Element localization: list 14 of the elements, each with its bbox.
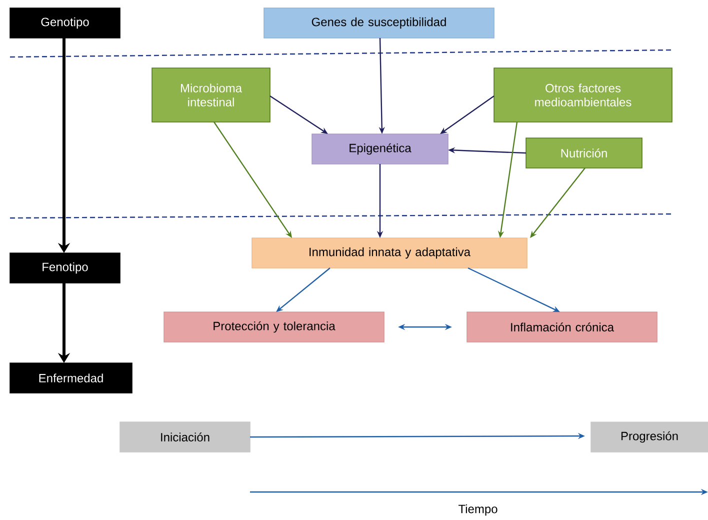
process-box: Inmunidad innata y adaptativa	[252, 238, 528, 268]
phase-box: Progresión	[590, 422, 708, 452]
factor-box: Microbioma intestinal	[152, 68, 270, 122]
factor-box: Nutrición	[526, 138, 642, 168]
outcome-box: Inflamación crónica	[466, 312, 658, 342]
phase-box: Iniciación	[120, 422, 250, 452]
factor-box: Otros factores medioambientales	[494, 68, 672, 122]
outcome-box: Protección y tolerancia	[164, 312, 384, 342]
stage-box: Fenotipo	[10, 252, 120, 284]
stage-box: Genotipo	[10, 8, 120, 38]
process-box: Epigenética	[312, 134, 448, 164]
factor-box: Genes de susceptibilidad	[264, 8, 494, 38]
axis-label: Tiempo	[458, 504, 498, 516]
stage-box: Enfermedad	[10, 362, 132, 394]
